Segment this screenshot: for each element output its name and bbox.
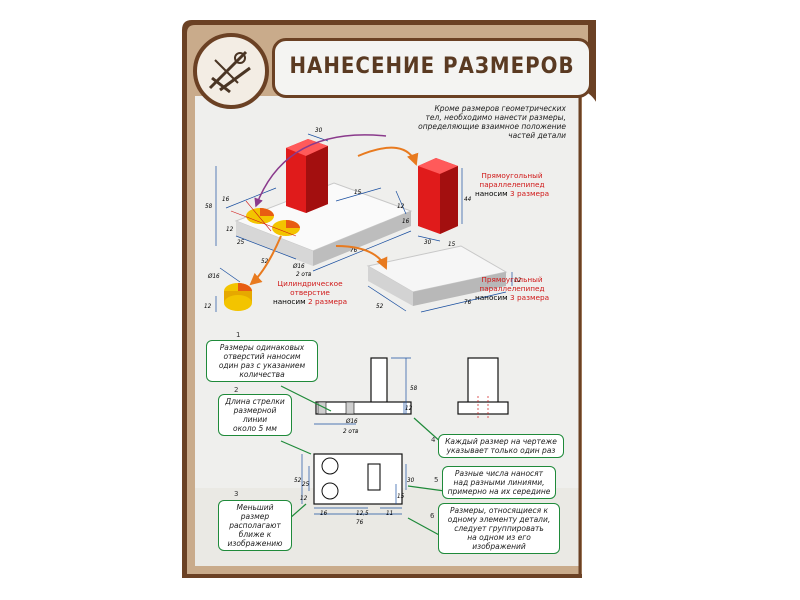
page-title: НАНЕСЕНИЕ РАЗМЕРОВ — [289, 53, 575, 79]
svg-text:15: 15 — [448, 241, 456, 248]
svg-text:16: 16 — [222, 196, 230, 203]
svg-text:12: 12 — [204, 303, 212, 310]
svg-text:30: 30 — [424, 239, 432, 246]
svg-text:76: 76 — [350, 247, 358, 254]
svg-text:30: 30 — [315, 127, 323, 134]
svg-text:12: 12 — [514, 277, 522, 284]
isometric-diagram: 58 30 15 12 16 16 25 12 52 Ø16 2 отв 76 … — [204, 127, 522, 313]
svg-text:52: 52 — [294, 477, 302, 484]
large-plate — [366, 245, 513, 313]
svg-text:12: 12 — [226, 226, 234, 233]
rule-6-number: 6 — [430, 512, 435, 520]
svg-text:Ø16: Ø16 — [207, 272, 220, 280]
svg-text:16: 16 — [402, 218, 410, 225]
svg-text:12: 12 — [300, 495, 308, 502]
rule-1-number: 1 — [236, 331, 241, 339]
svg-text:12: 12 — [397, 203, 405, 210]
svg-text:76: 76 — [356, 519, 364, 526]
svg-text:Ø16: Ø16 — [345, 417, 358, 425]
rule-4-number: 4 — [431, 436, 436, 444]
svg-text:52: 52 — [261, 258, 269, 265]
svg-text:12,5: 12,5 — [356, 510, 369, 517]
title-plate — [272, 38, 592, 98]
svg-text:16: 16 — [320, 510, 328, 517]
svg-text:58: 58 — [205, 203, 213, 210]
caption-large-prism: Прямоугольный параллелепипед наносим 3 р… — [474, 275, 550, 302]
hole-part — [215, 267, 252, 312]
rule-5-number: 5 — [434, 476, 439, 484]
svg-text:76: 76 — [464, 299, 472, 306]
svg-text:2 отв: 2 отв — [343, 428, 359, 435]
caption-hole: Цилиндрическое отверстие наносим 2 разме… — [272, 279, 348, 306]
rule-3-number: 3 — [234, 490, 239, 498]
rule-2-number: 2 — [234, 386, 239, 394]
poster: НАНЕСЕНИЕ РАЗМЕРОВ Кроме размеров геомет… — [176, 18, 602, 580]
svg-text:44: 44 — [464, 196, 472, 203]
compass-logo-icon — [193, 33, 269, 109]
svg-text:58: 58 — [410, 385, 418, 392]
svg-text:25: 25 — [302, 481, 310, 488]
orthographic-drawings: 58 Ø16 2 отв 12 52 25 12 30 15 16 — [280, 357, 509, 543]
svg-text:12: 12 — [405, 405, 413, 412]
svg-text:15: 15 — [397, 493, 405, 500]
svg-text:11: 11 — [386, 510, 393, 517]
side-view — [457, 357, 509, 418]
top-view — [301, 453, 407, 515]
svg-text:25: 25 — [237, 239, 245, 246]
svg-text:52: 52 — [376, 303, 384, 310]
svg-text:Ø16: Ø16 — [292, 262, 305, 270]
front-view — [314, 357, 412, 425]
svg-text:15: 15 — [354, 189, 362, 196]
small-prism — [417, 158, 463, 242]
svg-text:2 отв: 2 отв — [296, 271, 312, 278]
caption-small-prism: Прямоугольный параллелепипед наносим 3 р… — [474, 171, 550, 198]
iso-assembly — [215, 133, 413, 272]
svg-text:30: 30 — [407, 477, 415, 484]
